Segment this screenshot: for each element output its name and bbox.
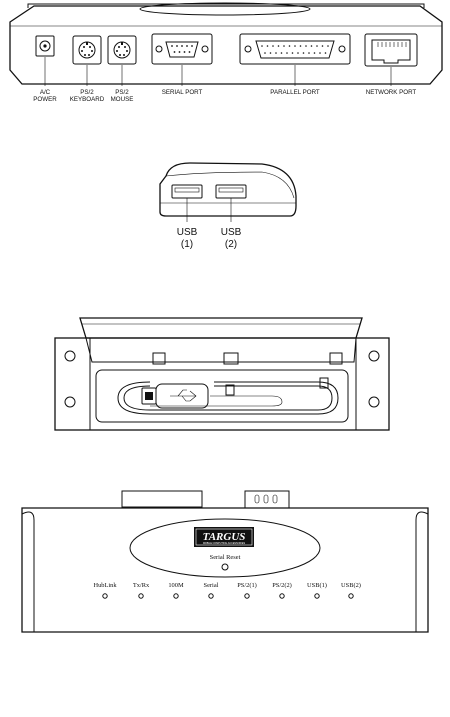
indicator-label-txrx: Tx/Rx <box>133 582 150 589</box>
side-usb-figure: USB (1) USB (2) <box>159 162 297 250</box>
back-panel-top-edge <box>27 3 425 8</box>
cable-storage-figure <box>54 317 390 431</box>
usb-port-1 <box>171 184 203 222</box>
front-top-tab-left <box>121 490 203 508</box>
screw-hole-top-right <box>368 350 380 362</box>
front-tab-slot-1 <box>254 494 260 504</box>
front-panel-left-bevel <box>21 511 35 632</box>
cable-clip-middle <box>223 352 239 365</box>
indicator-label-usb2: USB(2) <box>341 582 361 589</box>
usb2-label-line1: USB <box>221 227 242 238</box>
front-panel-body <box>21 507 429 633</box>
usb1-label-line1: USB <box>177 227 198 238</box>
coiled-cable-inner <box>123 385 333 411</box>
indicator-led-ps2-1 <box>244 593 250 599</box>
network-port <box>364 33 418 86</box>
back-panel-top-bump <box>139 2 311 16</box>
front-panel-oval <box>129 518 321 578</box>
indicator-label-usb1: USB(1) <box>307 582 327 589</box>
serial-port-label: SERIAL PORT <box>162 89 203 96</box>
ps2-mouse-label-line2: MOUSE <box>111 96 134 103</box>
front-top-tab-right <box>244 490 290 509</box>
indicator-led-usb2 <box>348 593 354 599</box>
ps2-keyboard-label-line2: KEYBOARD <box>70 96 105 103</box>
screw-hole-bottom-left <box>64 396 76 408</box>
ps2-mouse-label-line1: PS/2 <box>115 89 129 96</box>
serial-reset-label: Serial Reset <box>210 554 241 561</box>
parallel-port <box>239 33 351 86</box>
coiled-cable-outer <box>117 381 339 415</box>
ac-power-label-line2: POWER <box>33 96 57 103</box>
cable-clip-left <box>152 352 166 365</box>
storage-base <box>54 337 390 431</box>
indicator-led-100m <box>173 593 179 599</box>
serial-reset-button <box>221 563 229 571</box>
usb-port-2 <box>215 184 247 222</box>
indicator-led-hublink <box>102 593 108 599</box>
usb1-label-line2: (1) <box>181 239 193 250</box>
indicator-label-hublink: HubLink <box>93 582 117 589</box>
hub-side-body <box>159 162 297 217</box>
back-panel-body <box>9 5 443 85</box>
ps2-keyboard-port <box>72 35 102 86</box>
usb-plug <box>141 383 209 409</box>
front-tab-slot-3 <box>272 494 278 504</box>
ps2-keyboard-label-line1: PS/2 <box>80 89 94 96</box>
hub-side-contour <box>165 171 295 199</box>
ps2-mouse-port <box>107 35 137 86</box>
cable-clip-right <box>329 352 343 365</box>
serial-port <box>151 33 213 86</box>
targus-logo: TARGUS MOBILE COMPUTING ACCESSORIES <box>194 527 254 547</box>
network-port-label: NETWORK PORT <box>366 89 417 96</box>
indicator-led-ps2-2 <box>279 593 285 599</box>
indicator-led-usb1 <box>314 593 320 599</box>
storage-lid <box>79 317 363 339</box>
logo-subtitle: MOBILE COMPUTING ACCESSORIES <box>203 542 246 545</box>
screw-hole-bottom-right <box>368 396 380 408</box>
front-tab-slot-2 <box>263 494 269 504</box>
front-panel-right-bevel <box>415 511 429 632</box>
indicator-label-100m: 100M <box>168 582 184 589</box>
front-panel-figure: TARGUS MOBILE COMPUTING ACCESSORIES Seri… <box>21 490 429 633</box>
usb2-label-line2: (2) <box>225 239 237 250</box>
back-panel-figure: A/C POWER PS/2 KEYBOARD PS/2 MOUSE SERIA… <box>9 2 443 103</box>
cable-tie-middle <box>225 384 235 396</box>
storage-lid-inner <box>85 337 357 363</box>
ac-power-label-line1: A/C <box>40 89 51 96</box>
indicator-label-ps2-1: PS/2(1) <box>237 582 257 589</box>
indicator-label-serial: Serial <box>204 582 219 589</box>
cable-tie-right <box>319 377 329 389</box>
screw-hole-top-left <box>64 350 76 362</box>
parallel-port-label: PARALLEL PORT <box>270 89 320 96</box>
logo-brand: TARGUS <box>203 531 246 543</box>
cable-tray <box>95 369 349 423</box>
coiled-cable-tail <box>150 395 283 407</box>
indicator-led-serial <box>208 593 214 599</box>
ac-power-jack <box>35 35 55 86</box>
indicator-label-ps2-2: PS/2(2) <box>272 582 292 589</box>
indicator-led-txrx <box>138 593 144 599</box>
